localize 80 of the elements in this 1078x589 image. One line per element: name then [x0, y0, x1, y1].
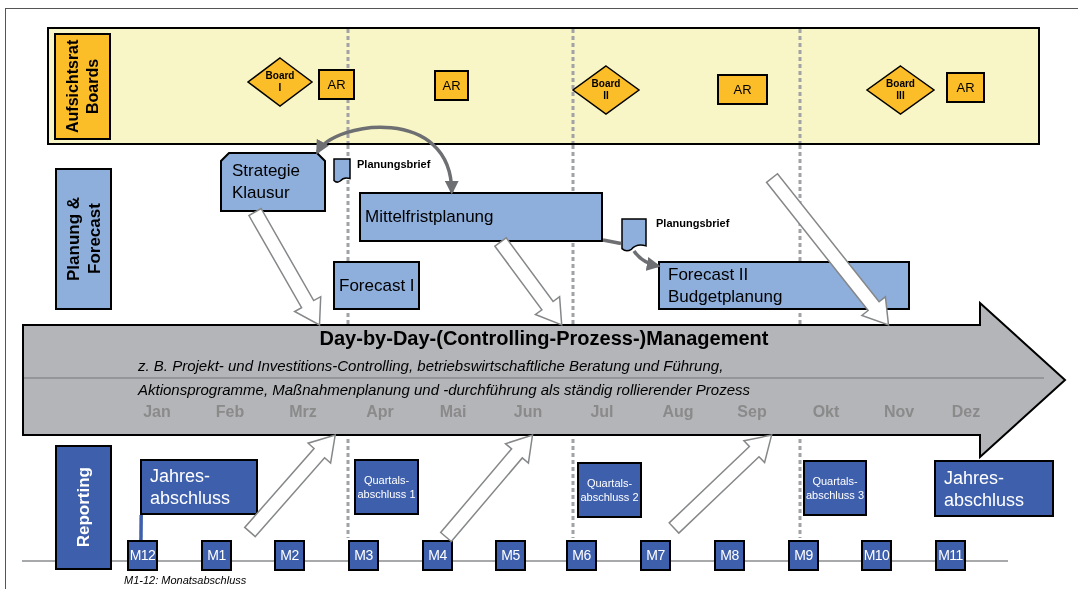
process-box — [577, 462, 642, 518]
box-label: M5 — [501, 546, 520, 565]
document-label: Planungsbrief — [357, 157, 431, 172]
box-label: M9 — [794, 546, 813, 565]
box-label: M10 — [863, 546, 890, 565]
box-label: M3 — [354, 546, 373, 565]
caption-text: M1-12: Monatsabschluss — [124, 573, 247, 588]
document-shape — [621, 218, 647, 252]
hollow-arrow — [247, 207, 322, 327]
connector-line — [602, 238, 622, 246]
box-label: M8 — [720, 546, 739, 565]
month-box — [348, 540, 379, 571]
process-box — [946, 72, 985, 103]
box-label: M4 — [428, 546, 447, 565]
box-label: Strategie Klausur — [232, 160, 302, 204]
process-box — [333, 261, 420, 310]
document-shape — [333, 158, 351, 183]
hollow-arrow — [243, 434, 337, 538]
decision-diamond — [247, 57, 313, 107]
lane-label — [55, 168, 112, 310]
hollow-arrow — [439, 434, 534, 543]
hollow-arrow — [493, 236, 563, 327]
swimlane-band — [47, 27, 1040, 145]
diamond-label: Board I — [264, 70, 296, 94]
process-box — [140, 459, 258, 515]
process-box — [934, 460, 1054, 517]
decision-diamond — [866, 65, 935, 115]
box-label: Jahres- abschluss — [944, 466, 1026, 511]
process-box — [220, 152, 326, 212]
box-label: AR — [442, 76, 461, 95]
lane-title: Aufsichtsrat Boards — [62, 38, 102, 136]
box-label: AR — [956, 78, 975, 97]
process-box — [658, 261, 910, 310]
decision-diamond — [572, 65, 640, 115]
box-label: Jahres- abschluss — [150, 465, 232, 509]
box-label: Forecast II Budgetplanung — [668, 263, 784, 308]
box-label: M11 — [938, 546, 963, 565]
box-label: M6 — [572, 546, 591, 565]
lane-label — [54, 33, 111, 140]
box-label: Quartals- abschluss 1 — [356, 473, 417, 501]
hollow-arrow — [668, 434, 773, 535]
diamond-label: Board III — [885, 78, 916, 102]
box-label: Forecast I — [339, 274, 415, 297]
arrow — [632, 249, 661, 271]
box-label: AR — [733, 80, 752, 99]
lane-label — [55, 445, 112, 570]
timeline-title: Day-by-Day-(Controlling-Prozess-)Management — [318, 326, 770, 351]
month-box — [495, 540, 526, 571]
arrow — [315, 125, 458, 195]
hollow-arrow — [765, 172, 890, 326]
diamond-label: Board II — [590, 78, 622, 102]
month-box — [640, 540, 671, 571]
connector-line — [139, 515, 143, 540]
box-label: M7 — [646, 546, 665, 565]
month-box — [422, 540, 453, 571]
process-box — [354, 459, 419, 515]
box-label: M12 — [129, 546, 156, 565]
month-box — [274, 540, 305, 571]
timeline-description: z. B. Projekt- und Investitions-Controlling, betriebswirtschaftliche Beratung und Führung, Aktionsprogramme, Maßnahmenplanung und -durchführung als ständig rollierender Prozess — [138, 356, 751, 400]
box-label: Mittelfristplanung — [365, 206, 494, 228]
box-label: M2 — [280, 546, 299, 565]
month-box — [935, 540, 966, 571]
lane-title: Reporting — [73, 467, 94, 548]
document-label: Planungsbrief — [656, 216, 730, 231]
month-box — [861, 540, 892, 571]
month-box — [714, 540, 745, 571]
month-box — [201, 540, 232, 571]
process-box — [318, 69, 355, 100]
month-box — [127, 540, 158, 571]
month-box — [566, 540, 597, 571]
lane-title: Planung & Forecast — [62, 195, 105, 284]
process-box — [803, 460, 867, 516]
box-label: AR — [327, 75, 346, 94]
box-label: M1 — [207, 546, 226, 565]
process-box — [359, 192, 603, 242]
box-label: Quartals- abschluss 2 — [579, 476, 640, 504]
month-box — [788, 540, 819, 571]
box-label: Quartals- abschluss 3 — [805, 474, 865, 502]
process-box — [434, 70, 469, 101]
process-box — [717, 74, 768, 105]
